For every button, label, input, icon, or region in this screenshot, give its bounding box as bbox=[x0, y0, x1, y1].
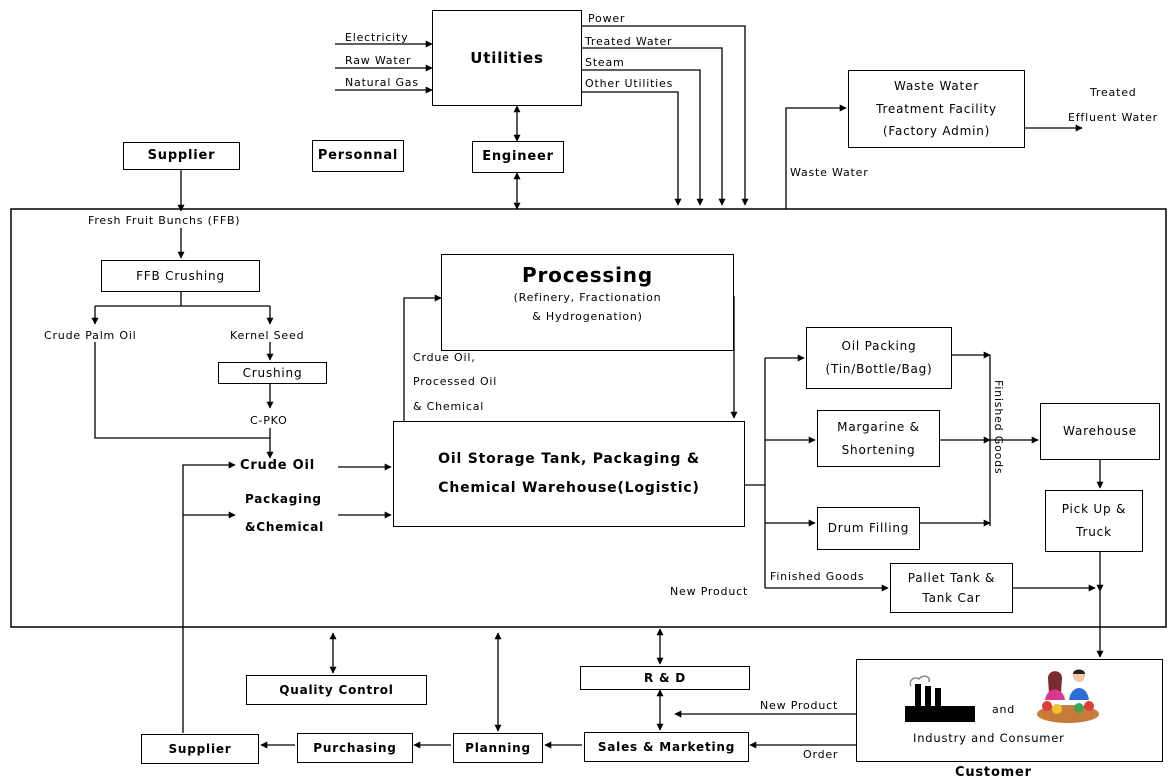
natural-gas-label: Natural Gas bbox=[345, 76, 419, 89]
rd-box: R & D bbox=[580, 666, 750, 690]
treated-effluent-line2: Effluent Water bbox=[1068, 111, 1158, 124]
customer-and-label: and bbox=[992, 703, 1016, 716]
cpko-label: C-PKO bbox=[250, 414, 288, 427]
oil-packing-line2: (Tin/Bottle/Bag) bbox=[825, 362, 933, 376]
sales-marketing-label: Sales & Marketing bbox=[597, 739, 736, 754]
finished-goods-vertical: Finished Goods bbox=[992, 380, 1006, 475]
customer-caption: Industry and Consumer bbox=[913, 731, 1065, 745]
kernel-seed-label: Kernel Seed bbox=[230, 329, 305, 342]
supplier-top-label: Supplier bbox=[147, 147, 216, 163]
treated-water-label: Treated Water bbox=[585, 35, 673, 48]
storage-line1: Oil Storage Tank, Packaging & bbox=[438, 450, 700, 467]
consumer-icon bbox=[1037, 669, 1099, 723]
engineer-label: Engineer bbox=[482, 148, 554, 164]
personnel-box: Personnal bbox=[312, 140, 404, 172]
packaging-line2: &Chemical bbox=[245, 520, 325, 534]
purchasing-label: Purchasing bbox=[313, 740, 397, 755]
planning-box: Planning bbox=[453, 733, 543, 763]
treated-effluent-line1: Treated bbox=[1090, 86, 1137, 99]
pallet-tank-box: Pallet Tank & Tank Car bbox=[890, 563, 1013, 613]
kernel-crushing-box: Crushing bbox=[218, 362, 327, 384]
warehouse-label: Warehouse bbox=[1063, 424, 1137, 439]
waste-water-box: Waste Water Treatment Facility (Factory … bbox=[848, 70, 1025, 148]
pickup-box: Pick Up & Truck bbox=[1045, 490, 1143, 552]
ffb-crushing-label: FFB Crushing bbox=[136, 268, 225, 283]
crude-oil-note-3: & Chemical bbox=[413, 400, 485, 413]
ffb-label: Fresh Fruit Bunchs (FFB) bbox=[88, 214, 241, 227]
warehouse-box: Warehouse bbox=[1040, 403, 1160, 460]
processing-line2: & Hydrogenation) bbox=[532, 309, 643, 323]
planning-label: Planning bbox=[465, 740, 531, 755]
engineer-box: Engineer bbox=[472, 141, 564, 173]
waste-line2: Treatment Facility bbox=[876, 101, 997, 116]
processing-line1: (Refinery, Fractionation bbox=[513, 291, 662, 304]
quality-control-box: Quality Control bbox=[246, 675, 427, 705]
margarine-box: Margarine & Shortening bbox=[817, 410, 940, 467]
utilities-title: Utilities bbox=[470, 48, 544, 67]
storage-line2: Chemical Warehouse(Logistic) bbox=[438, 480, 700, 496]
waste-line1: Waste Water bbox=[894, 78, 979, 93]
rd-label: R & D bbox=[643, 670, 687, 685]
factory-boundary bbox=[10, 208, 1167, 628]
processing-box: Processing (Refinery, Fractionation & Hy… bbox=[441, 254, 734, 351]
pickup-line1: Pick Up & bbox=[1061, 502, 1127, 517]
new-product-bottom-label: New Product bbox=[760, 699, 839, 712]
utilities-box: Utilities bbox=[432, 10, 582, 106]
finished-goods-label: Finished Goods bbox=[770, 570, 865, 583]
crude-oil-note-2: Processed Oil bbox=[413, 375, 498, 388]
ffb-crushing-box: FFB Crushing bbox=[101, 260, 260, 292]
electricity-label: Electricity bbox=[345, 31, 409, 44]
sales-marketing-box: Sales & Marketing bbox=[584, 732, 749, 762]
drum-filling-label: Drum Filling bbox=[827, 521, 910, 536]
packaging-line1: Packaging bbox=[245, 492, 322, 506]
margarine-line1: Margarine & bbox=[837, 419, 920, 434]
crude-oil-note-1: Crdue Oil, bbox=[413, 351, 476, 364]
customer-title: Customer bbox=[955, 765, 1032, 780]
processing-title: Processing bbox=[522, 263, 653, 287]
crude-palm-oil-label: Crude Palm Oil bbox=[44, 329, 137, 342]
oil-packing-line1: Oil Packing bbox=[841, 339, 917, 354]
new-product-label: New Product bbox=[670, 585, 749, 598]
pickup-line2: Truck bbox=[1076, 525, 1112, 539]
pallet-line1: Pallet Tank & bbox=[907, 570, 996, 585]
pallet-line2: Tank Car bbox=[922, 591, 981, 605]
drum-filling-box: Drum Filling bbox=[817, 507, 920, 550]
waste-line3: (Factory Admin) bbox=[882, 124, 991, 139]
power-label: Power bbox=[588, 12, 626, 25]
supplier-bottom-box: Supplier bbox=[141, 734, 259, 764]
supplier-bottom-label: Supplier bbox=[168, 741, 232, 756]
factory-icon bbox=[905, 675, 975, 722]
steam-label: Steam bbox=[585, 56, 625, 69]
raw-water-label: Raw Water bbox=[345, 54, 412, 67]
order-label: Order bbox=[803, 748, 839, 761]
quality-control-label: Quality Control bbox=[279, 682, 394, 697]
other-utilities-label: Other Utilities bbox=[585, 77, 674, 90]
kernel-crushing-label: Crushing bbox=[242, 365, 303, 380]
purchasing-box: Purchasing bbox=[297, 733, 413, 763]
customer-box: and Industry and Consumer bbox=[856, 659, 1163, 762]
personnel-label: Personnal bbox=[317, 147, 399, 163]
oil-packing-box: Oil Packing (Tin/Bottle/Bag) bbox=[806, 327, 952, 389]
storage-box: Oil Storage Tank, Packaging & Chemical W… bbox=[393, 421, 745, 527]
supplier-top-box: Supplier bbox=[123, 142, 240, 170]
waste-water-input-label: Waste Water bbox=[790, 166, 869, 179]
crude-oil-input-label: Crude Oil bbox=[240, 458, 316, 473]
margarine-line2: Shortening bbox=[841, 442, 916, 457]
